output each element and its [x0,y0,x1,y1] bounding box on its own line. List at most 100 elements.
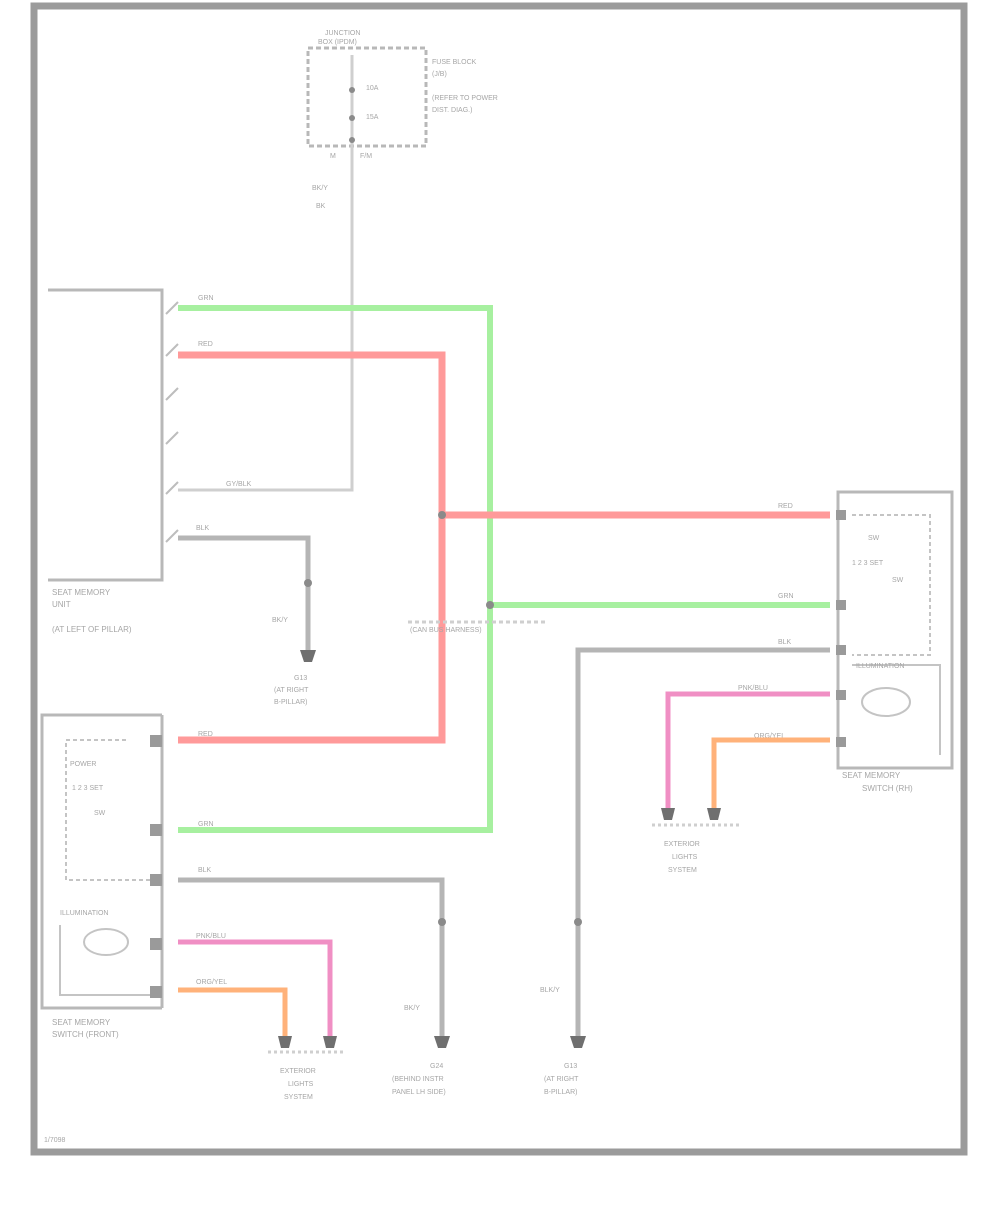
front-terminal-green [150,824,162,836]
right-black-label: BLK [778,639,792,646]
front-pink-label: PNK/BLU [196,933,226,940]
fuse-block: JUNCTION BOX (IPDM) 10A 15A M F/M FUSE B… [306,30,498,210]
front-orange-wire [178,987,288,1040]
diagram-id: 1/7098 [44,1137,66,1144]
front-terminal-red [150,735,162,747]
fuse-pin-2-label: 15A [366,114,379,121]
fuse-note-1: FUSE BLOCK [432,59,477,66]
fuse-output-pin [349,137,355,143]
right-illum-connector-1 [661,808,675,820]
front-switch-outline [40,713,162,1010]
right-green-label: GRN [778,593,794,600]
center-ground-label-2: (BEHIND INSTR [392,1076,444,1083]
left-ground-label-2: (AT RIGHT [274,687,309,694]
fuse-feed-wire-code: BK [316,203,326,210]
front-illum-sys-1: EXTERIOR [280,1068,316,1075]
right-illum-inner [852,664,941,755]
left-ground-connector [304,579,312,587]
fuse-bottom-label: M [330,153,336,160]
front-illum-connector-2 [323,1036,337,1048]
fuse-top-label: JUNCTION [325,30,360,37]
right-pink-wire [665,691,830,812]
right-illum-sys-1: EXTERIOR [664,841,700,848]
right-ground-icon [570,1036,586,1048]
right-switch-outline [836,490,954,770]
front-illum-inner [59,925,150,996]
front-component-label-2: SWITCH (FRONT) [52,1030,119,1039]
right-terminal-green [836,600,846,610]
fuse-note-2: (J/B) [432,71,447,78]
terminal-5 [165,481,179,495]
terminal-2 [165,343,179,357]
right-ground-connector [574,918,582,926]
green-splice [486,601,494,609]
front-component-label-1: SEAT MEMORY [52,1018,111,1027]
front-switch-inner [65,739,150,881]
front-orange-label: ORG/YEL [196,979,227,986]
module-left-label-2: UNIT [52,600,71,609]
front-red-label: RED [198,731,213,738]
fuse-pin-1-label: 10A [366,85,379,92]
right-illum-sys-2: LIGHTS [672,854,698,861]
right-illum-connector-2 [707,808,721,820]
left-ground-wire-label: BK/Y [272,617,288,624]
right-seat-memory-switch: SW 1 2 3 SET SW ILLUMINATION SEAT MEMORY… [738,490,954,793]
right-illum-bulb-icon [861,687,911,717]
front-illum-label: ILLUMINATION [60,910,109,917]
right-ground-wire [575,647,830,1040]
right-ground-label-2: (AT RIGHT [544,1076,579,1083]
fuse-block-outline [306,46,428,148]
module-left-label-3: (AT LEFT OF PILLAR) [52,625,132,634]
front-terminal-black [150,874,162,886]
module-left-label-1: SEAT MEMORY [52,588,111,597]
right-pink-label: PNK/BLU [738,685,768,692]
center-ground-label-1: G24 [430,1063,443,1070]
right-switch-label-3: SW [892,577,904,584]
right-orange-wire [711,737,830,812]
front-seat-memory-switch: POWER 1 2 3 SET SW ILLUMINATION SEAT MEM… [40,713,227,1039]
terminal-4 [165,431,179,445]
right-illum-sys-3: SYSTEM [668,867,697,874]
center-ground-wire [178,877,445,1040]
right-red-label: RED [778,503,793,510]
fuse-bottom-label-2: F/M [360,153,372,160]
diagram-frame [30,2,968,1156]
left-ground-icon [300,650,316,662]
front-illum-sys-3: SYSTEM [284,1094,313,1101]
green-wire-loop [178,305,493,833]
terminal-3 [165,387,179,401]
right-component-label-1: SEAT MEMORY [842,771,901,780]
right-terminal-black [836,645,846,655]
right-terminal-orange [836,737,846,747]
right-ground-label-3: B-PILLAR) [544,1089,577,1096]
right-terminal-pink [836,690,846,700]
center-ground-wire-label: BK/Y [404,1005,420,1012]
front-switch-label-1: POWER [70,761,96,768]
right-switch-label-2: 1 2 3 SET [852,560,884,567]
terminal-1 [165,301,179,315]
sw1-red-label: RED [198,341,213,348]
feed-wire-gray [178,180,354,492]
right-switch-label-1: SW [868,535,880,542]
front-illum-connector-1 [278,1036,292,1048]
red-wire-loop [178,351,446,744]
front-terminal-pink [150,938,162,950]
front-terminal-orange [150,986,162,998]
front-green-label: GRN [198,821,214,828]
front-black-label: BLK [198,867,212,874]
splice-label: (CAN BUS HARNESS) [410,627,482,634]
fuse-note-4: DIST. DIAG.) [432,107,472,114]
red-splice [438,511,446,519]
center-ground-connector [438,918,446,926]
front-switch-label-3: SW [94,810,106,817]
left-ground-label-3: B-PILLAR) [274,699,307,706]
fuse-top-label-2: BOX (IPDM) [318,39,357,46]
right-terminal-red [836,510,846,520]
front-illum-sys-2: LIGHTS [288,1081,314,1088]
right-orange-label: ORG/YEL [754,733,785,740]
front-illum-bulb-icon [83,928,129,956]
terminal-6 [165,529,179,543]
front-pink-wire [178,939,333,1040]
sw1-black-label: BLK [196,525,210,532]
right-ground-label-1: G13 [564,1063,577,1070]
